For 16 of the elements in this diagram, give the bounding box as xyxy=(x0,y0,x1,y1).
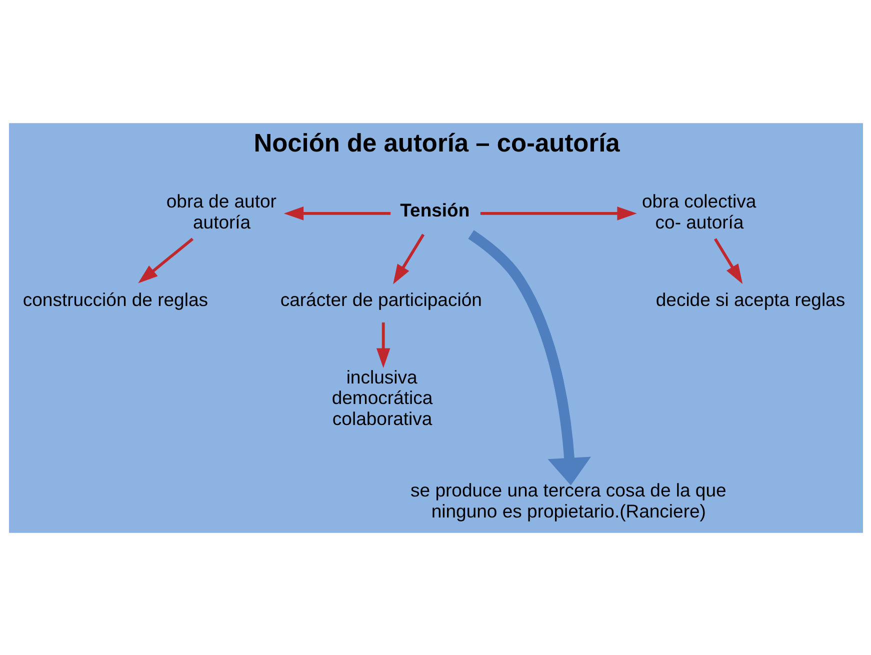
node-text: se produce una tercera cosa de la que ninguno es propietario.(Ranciere) xyxy=(410,479,726,522)
node-text: Tensión xyxy=(400,199,470,220)
arrow xyxy=(376,322,390,368)
arrow xyxy=(283,206,390,220)
arrow xyxy=(713,238,742,284)
node-text: obra de autor autoría xyxy=(166,190,276,232)
arrow xyxy=(392,233,424,284)
arrow xyxy=(468,230,590,485)
node-text: construcción de reglas xyxy=(22,288,208,310)
node-text: decide si acepta reglas xyxy=(655,288,845,310)
arrow xyxy=(480,206,636,220)
node-text: obra colectiva co- autoría xyxy=(641,190,756,232)
arrow xyxy=(138,237,194,283)
node-text: carácter de participación xyxy=(280,288,482,310)
diagram-title: Noción de autoría – co-autoría xyxy=(253,129,620,158)
node-text: inclusiva democrática colaborativa xyxy=(331,366,432,428)
